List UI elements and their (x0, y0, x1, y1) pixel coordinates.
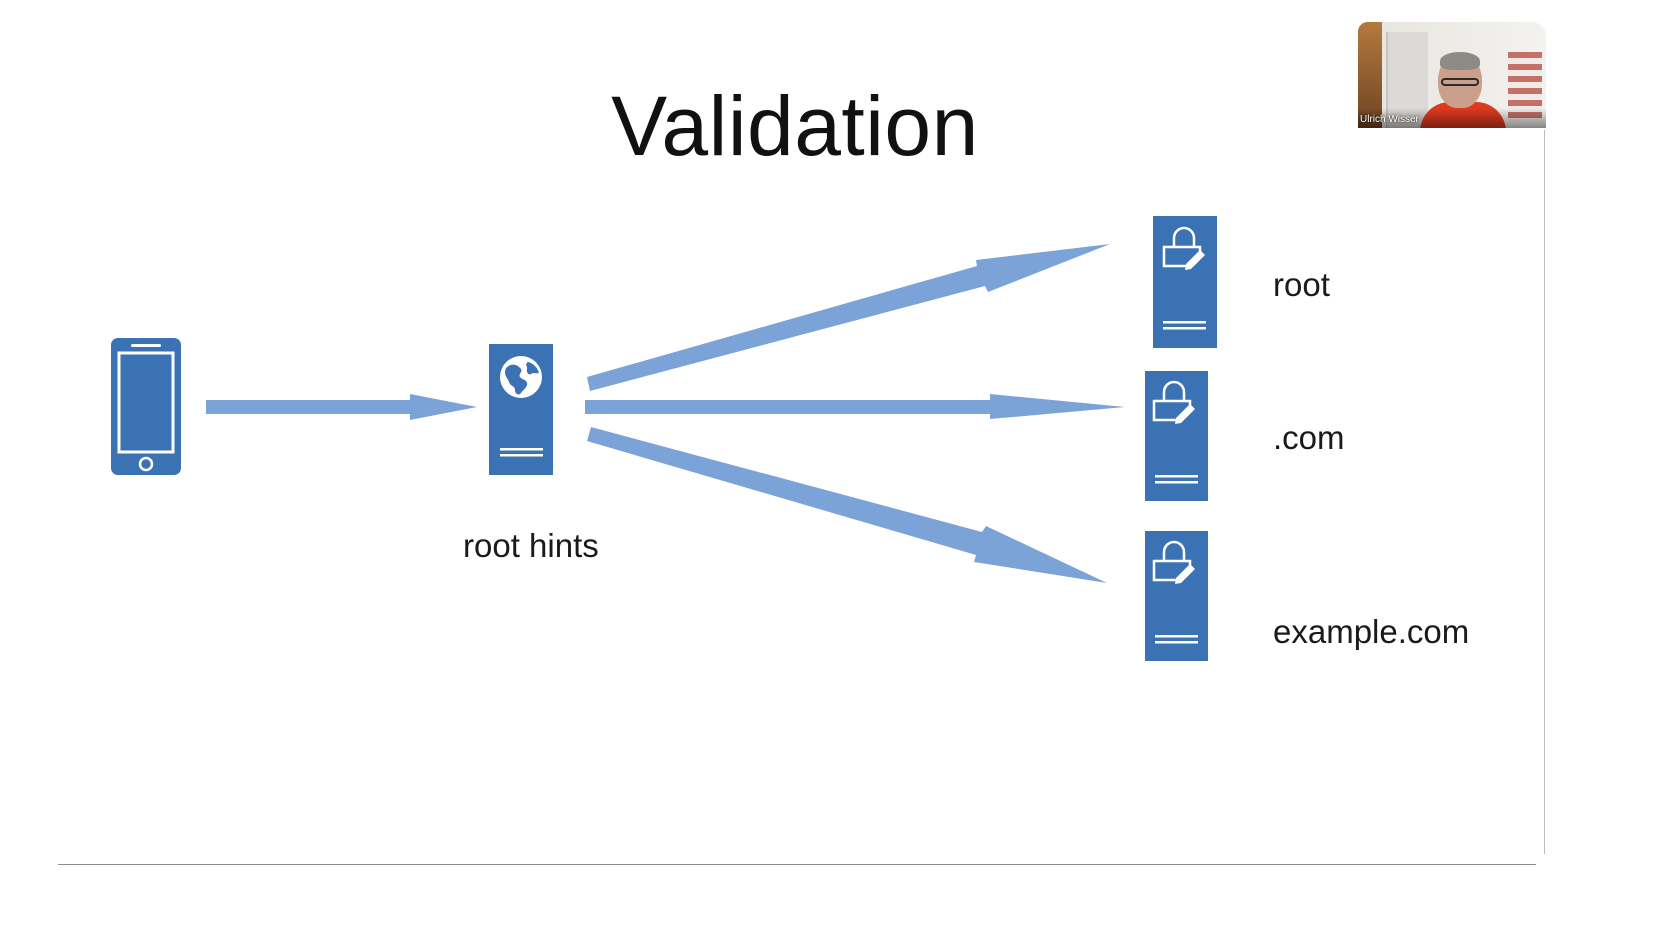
webcam-name-shadow (1358, 108, 1546, 128)
lock-pencil-server-icon-root (1153, 216, 1217, 348)
com-zone-label: .com (1273, 419, 1345, 456)
resolver-to-com-arrow (585, 394, 1125, 419)
lock-pencil-server-icon-com (1145, 371, 1208, 501)
webcam-participant-hair (1440, 52, 1480, 70)
slide-title: Validation (611, 79, 979, 173)
client-to-resolver-arrow (206, 394, 477, 420)
webcam-background-pictures (1508, 52, 1542, 122)
webcam-background-door (1386, 32, 1428, 128)
webcam-participant-glasses (1441, 78, 1479, 86)
resolver-to-root-arrow (587, 244, 1110, 391)
root-zone-label: root (1273, 266, 1330, 303)
slide-bottom-rule (58, 864, 1536, 865)
participant-name-label: Ulrich Wisser (1360, 114, 1419, 125)
globe-server-icon (489, 344, 553, 475)
resolver-to-example-arrow (587, 427, 1107, 583)
webcam-video-tile[interactable]: Ulrich Wisser (1358, 22, 1546, 128)
smartphone-icon (111, 338, 181, 475)
resolver-label: root hints (463, 527, 599, 564)
example-zone-label: example.com (1273, 613, 1470, 650)
webcam-background-shelf (1358, 22, 1382, 128)
slide-edge-line (1544, 130, 1545, 854)
lock-pencil-server-icon-example (1145, 531, 1208, 661)
